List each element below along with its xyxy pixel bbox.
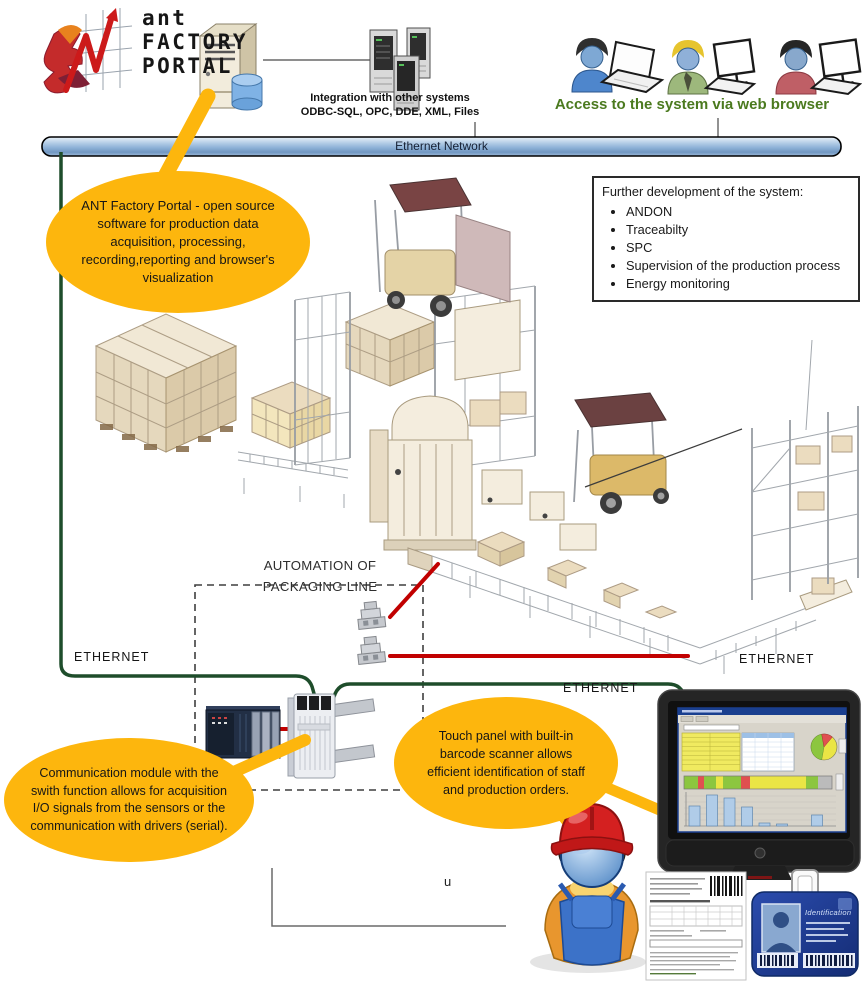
user-desktop-icon <box>667 38 757 96</box>
development-item: Traceabilty <box>626 221 852 239</box>
callout-line: Communication module with the <box>39 766 219 780</box>
sensor-icon <box>357 600 387 665</box>
badge-title: Identification <box>805 908 852 917</box>
stray-line <box>271 868 506 927</box>
screen-table <box>741 732 795 772</box>
database-icon <box>231 73 263 111</box>
palletizer-frame-icon <box>294 291 351 466</box>
ethernet-label-center: ETHERNET <box>563 681 639 695</box>
callout-line: and production orders. <box>442 783 570 797</box>
integration-caption: Integration with other systems ODBC-SQL,… <box>296 91 484 119</box>
development-item: ANDON <box>626 203 852 221</box>
callout-line: ANT Factory Portal - open source <box>81 198 275 213</box>
panel-power-button <box>754 847 766 859</box>
callout-line: I/O signals from the sensors or the <box>32 801 226 815</box>
integration-caption-line: Integration with other systems <box>310 92 470 104</box>
automation-area-box <box>194 584 424 791</box>
callout-line: barcode scanner allows <box>439 747 573 761</box>
callout-line: visualization <box>142 270 214 285</box>
ethernet-label-right: ETHERNET <box>739 652 815 666</box>
callout-line: Touch panel with built-in <box>438 729 574 743</box>
logo-line: FACTORY <box>142 30 249 54</box>
integration-caption-line: ODBC-SQL, OPC, DDE, XML, Files <box>300 106 480 118</box>
ethernet-bus <box>41 136 842 157</box>
development-item: Energy monitoring <box>626 275 852 293</box>
logo-line: ant <box>142 6 188 30</box>
badge-barcode-icon <box>757 953 855 968</box>
screen-timeline <box>683 773 844 791</box>
packing-machine-icon <box>369 395 477 551</box>
barcode-icon <box>710 876 743 896</box>
document-icon <box>645 871 747 981</box>
callout-line: acquisition, processing, <box>110 234 246 249</box>
callout-line: communication with drivers (serial). <box>30 818 228 833</box>
forklift-icon <box>374 177 511 317</box>
pallet-stack-icon <box>344 303 436 387</box>
factory-illustration <box>94 177 859 674</box>
packaging-label-line: PACKAGING LINE <box>262 579 378 594</box>
packaging-label-line: AUTOMATION OF <box>263 558 377 573</box>
app-logo-text: ant FACTORY PORTAL <box>142 6 248 78</box>
stray-text: u <box>444 874 452 889</box>
development-item: SPC <box>626 239 852 257</box>
development-box: Further development of the system: ANDON… <box>592 176 860 303</box>
callout-comm-module: Communication module with the swith func… <box>4 738 254 862</box>
machine-icon <box>481 469 597 551</box>
callout-portal: ANT Factory Portal - open source softwar… <box>46 171 310 313</box>
callout-touch-panel: Touch panel with built-in barcode scanne… <box>394 697 618 829</box>
worker-icon <box>530 802 646 973</box>
ant-logo-icon <box>43 8 133 94</box>
development-item: Supervision of the production process <box>626 257 852 275</box>
forklift-icon <box>573 392 669 514</box>
user-laptop-icon <box>571 38 665 94</box>
pointer-line <box>584 428 743 488</box>
callout-line: efficient identification of staff <box>427 765 585 779</box>
ethernet-bus-label: Ethernet Network <box>395 139 488 153</box>
pallet-conveyor-icon <box>237 381 349 508</box>
screen-pie-chart <box>810 733 847 761</box>
user-desktop-icon <box>775 38 862 96</box>
access-caption: Access to the system via web browser <box>554 96 830 113</box>
touch-panel <box>657 689 861 880</box>
screen-order-list <box>681 732 741 772</box>
web-users-icon <box>571 38 862 96</box>
ethernet-label-left: ETHERNET <box>74 650 150 664</box>
wrapping-machine-icon <box>434 285 536 471</box>
callout-line: swith function allows for acquisition <box>31 783 227 798</box>
callout-line: recording,reporting and browser's <box>81 252 275 267</box>
plc-icon <box>205 706 281 759</box>
development-box-title: Further development of the system: <box>602 184 804 199</box>
packaging-area-label: AUTOMATION OF PACKAGING LINE <box>228 555 412 597</box>
callout-line: software for production data <box>97 216 259 231</box>
id-badge-icon <box>751 869 859 977</box>
integration-servers-icon <box>369 27 431 111</box>
conveyor-icon <box>407 531 701 665</box>
pallet-stack-icon <box>94 313 238 453</box>
logo-line: PORTAL <box>142 54 233 78</box>
rack-icon <box>751 339 859 600</box>
screen-bar-chart <box>684 792 836 827</box>
development-box-list: ANDON Traceabilty SPC Supervision of the… <box>602 203 852 293</box>
